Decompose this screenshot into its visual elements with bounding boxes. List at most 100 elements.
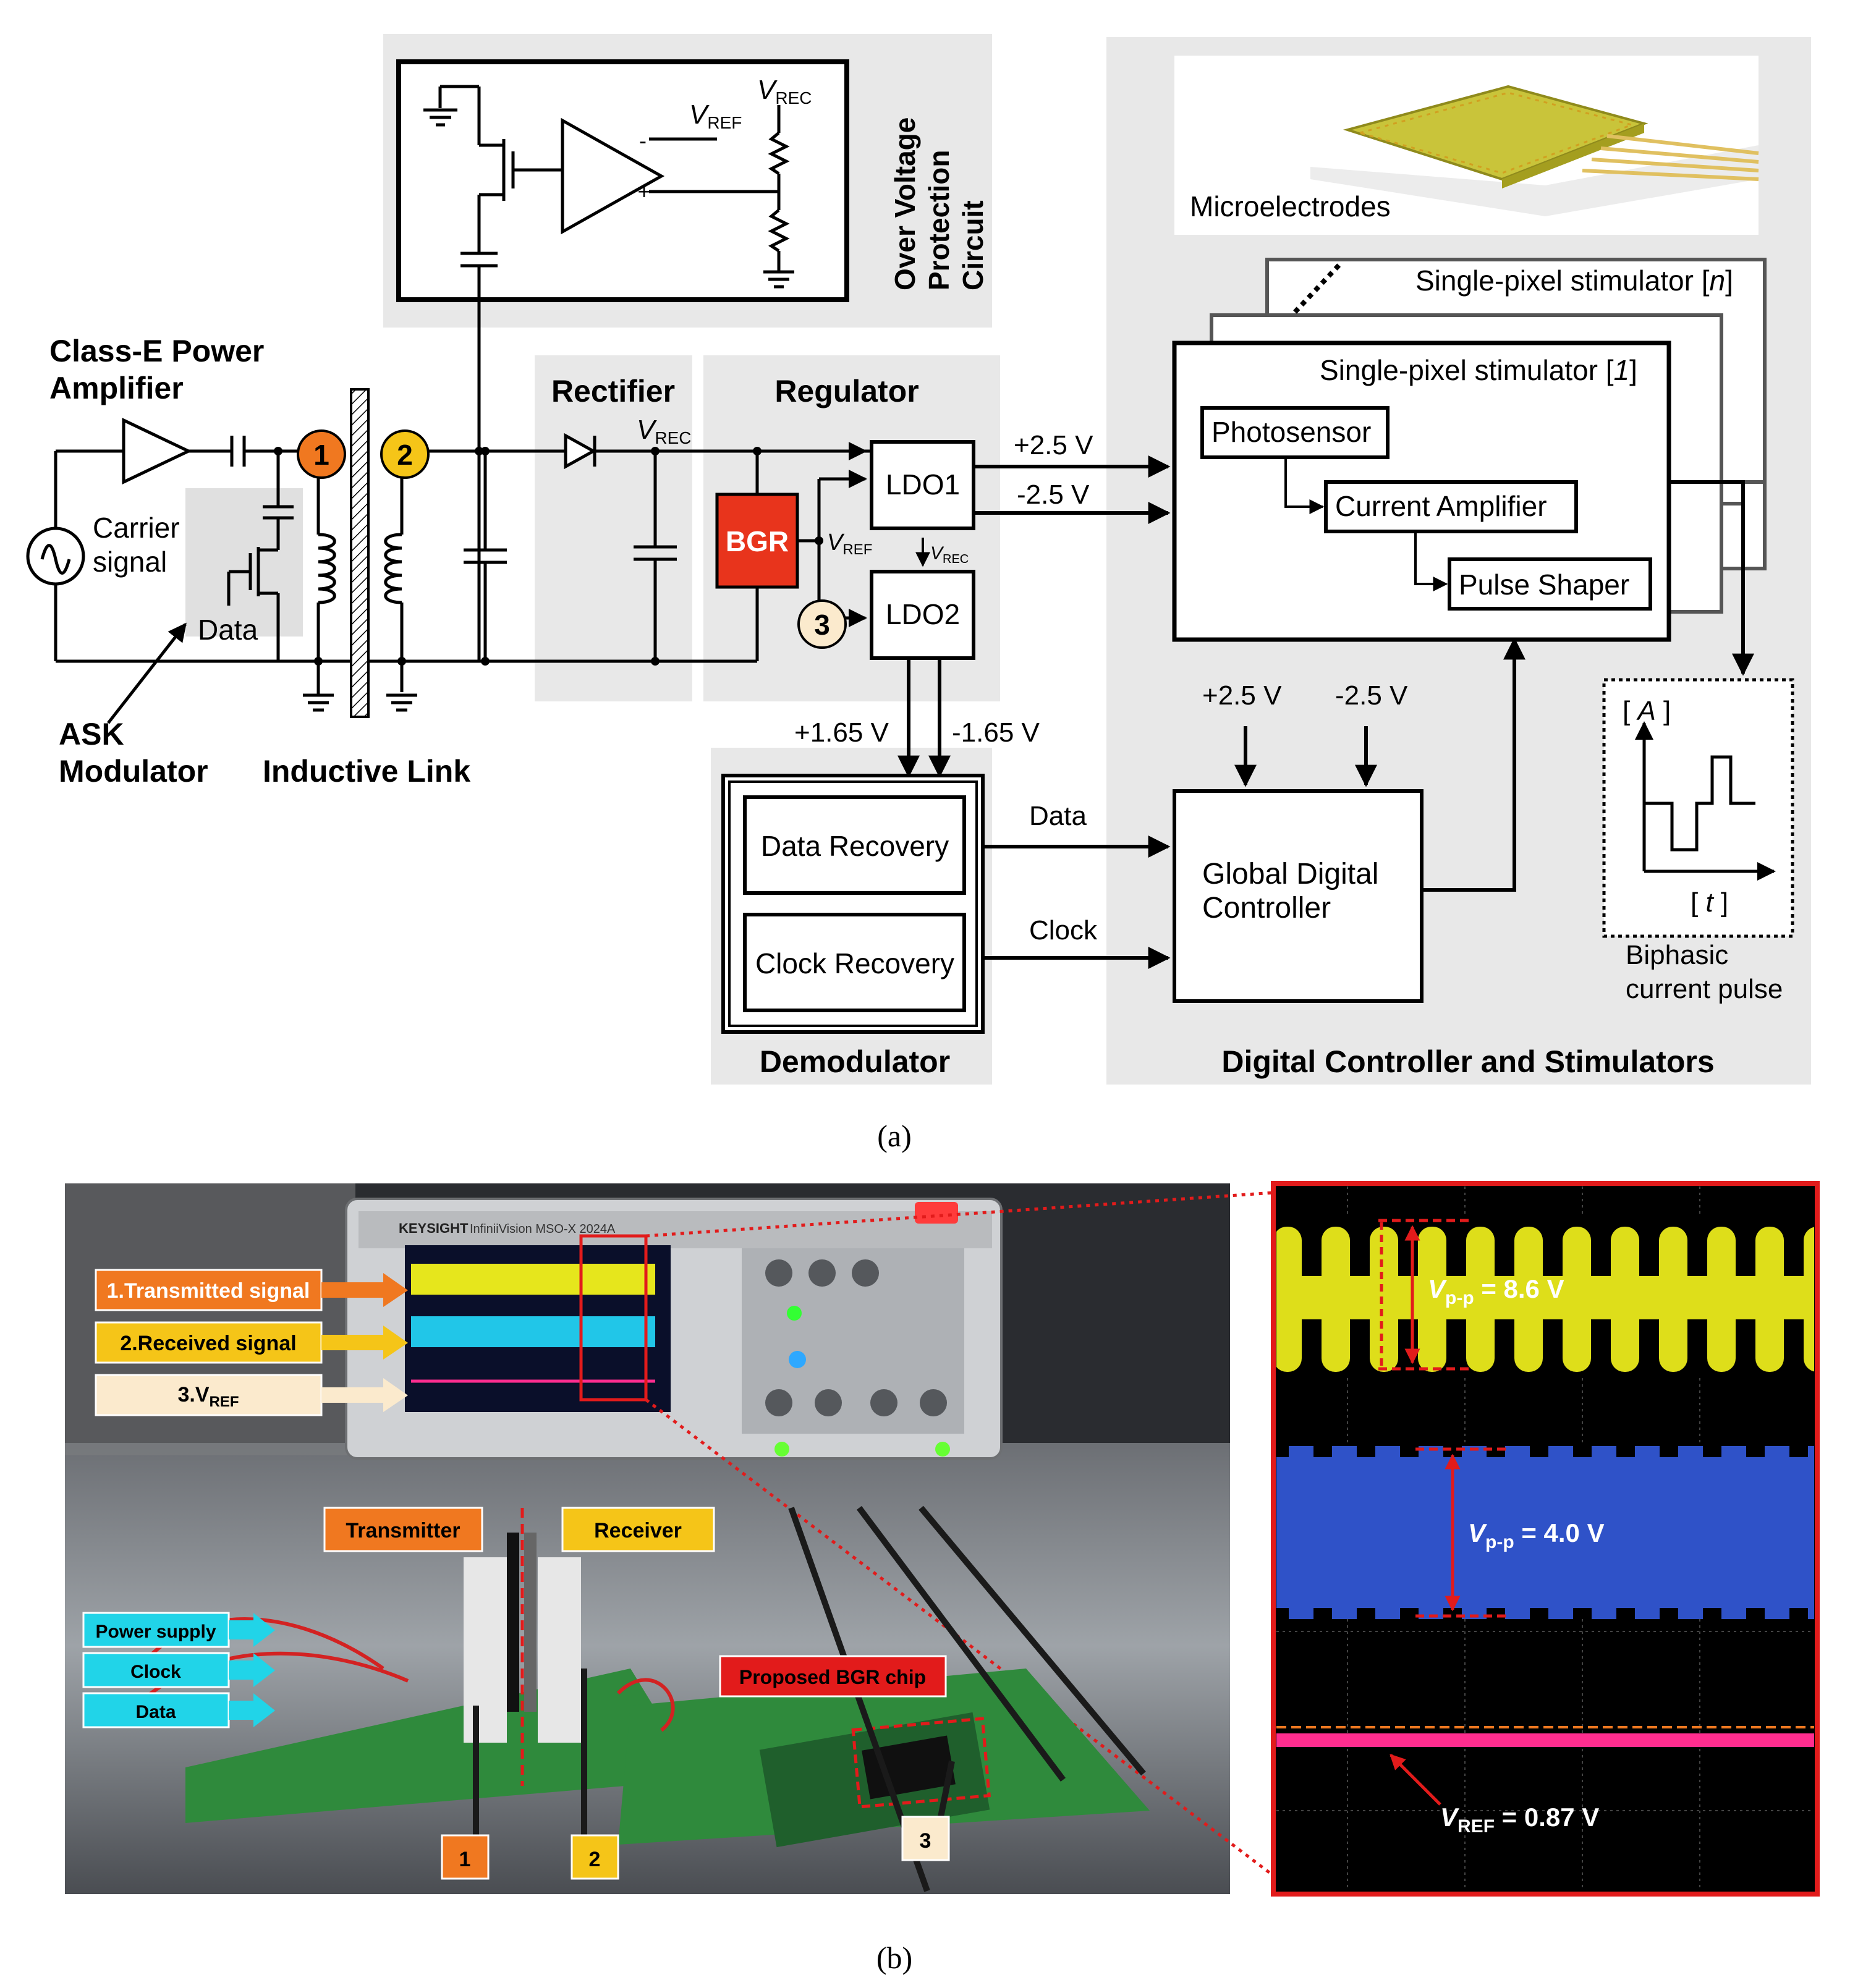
label-bgr-chip-text: Proposed BGR chip	[739, 1666, 926, 1688]
p25-label: +2.5 V	[1014, 430, 1093, 460]
rectifier-title: Rectifier	[551, 374, 675, 408]
probe-label-3-text: 3	[920, 1829, 931, 1853]
probe-label-1: 1	[441, 1834, 490, 1880]
probe-label-2-text: 2	[589, 1848, 601, 1871]
marker-2-label: 2	[397, 439, 413, 471]
label-vref-text: 3.VREF	[177, 1383, 239, 1410]
coil-mount-left	[464, 1557, 507, 1743]
label-transmitter: Transmitter	[323, 1507, 483, 1552]
vpp2-marker	[1415, 1447, 1508, 1618]
zoom-yellow-trace	[1276, 1217, 1814, 1378]
label-transmitted-signal: 1.Transmitted signal	[95, 1269, 408, 1311]
junction-dot-ground-3	[397, 657, 406, 666]
wire-ctrl-to-stim	[1422, 637, 1525, 892]
junction-dot-ground	[481, 657, 490, 666]
data-label: Data	[198, 614, 258, 646]
ldo2-block	[870, 570, 975, 660]
vpp2-label: Vp-p = 4.0 V	[1468, 1518, 1605, 1552]
current-amplifier-block	[1324, 480, 1578, 533]
controller-label: Global Digital	[1202, 858, 1378, 890]
caption-b: (b)	[876, 1940, 912, 1975]
data-signal-label: Data	[1029, 801, 1087, 831]
biphasic-x-label: [ t ]	[1691, 887, 1728, 918]
clock-recovery-label: Clock Recovery	[755, 947, 954, 979]
label-power-supply-text: Power supply	[95, 1622, 216, 1642]
probe-label-3: 3	[901, 1816, 950, 1861]
pulse-shaper-block	[1448, 557, 1652, 611]
inductive-link-core	[350, 388, 370, 718]
stimulator-n-label: Single-pixel stimulator [n]	[1415, 264, 1733, 297]
photosensor-block	[1200, 406, 1390, 459]
coil-mount-right	[538, 1557, 581, 1743]
opamp-plus: +	[637, 179, 650, 204]
wire-amp-shaper	[1414, 531, 1448, 591]
carrier-label-2: signal	[93, 546, 167, 578]
coil-plate-right	[524, 1533, 537, 1712]
probe-label-1-text: 1	[459, 1848, 471, 1871]
current-amplifier-label: Current Amplifier	[1335, 490, 1547, 522]
caption-a: (a)	[877, 1119, 912, 1153]
vref-pointer	[1390, 1754, 1441, 1806]
ovp-title: Over Voltage Protection Circuit	[889, 117, 989, 290]
scope-zoom-box	[579, 1234, 648, 1402]
label-clock: Clock	[82, 1652, 275, 1688]
junction-dot-ground-2	[651, 657, 660, 666]
label-data: Data	[82, 1692, 275, 1728]
section-title: Digital Controller and Stimulators	[1221, 1044, 1714, 1079]
data-recovery-block	[743, 795, 966, 895]
ask-pointer	[107, 622, 187, 724]
class-e-label: Class-E Power	[49, 334, 264, 368]
m25-label: -2.5 V	[1017, 480, 1090, 510]
ovp-schematic	[423, 85, 794, 661]
label-transmitted-text: 1.Transmitted signal	[107, 1279, 310, 1303]
rect-vrec-label: VREC	[637, 415, 691, 447]
scope-brand: KEYSIGHT	[399, 1220, 469, 1236]
junction-dot-secondary	[481, 447, 490, 455]
label-clock-text: Clock	[130, 1662, 181, 1682]
coil-plate-left	[507, 1533, 519, 1712]
ask-label: ASK	[59, 717, 124, 751]
carrier-label: Carrier	[93, 512, 180, 544]
marker-3	[797, 599, 847, 649]
photosensor-label: Photosensor	[1211, 416, 1371, 448]
zoom-line-top	[645, 1191, 1274, 1238]
microelectrodes-label: Microelectrodes	[1190, 190, 1391, 222]
ctrl-p25-label: +2.5 V	[1202, 680, 1282, 711]
label-receiver: Receiver	[561, 1507, 715, 1552]
ldo-vrec-label: VREC	[930, 543, 969, 566]
biphasic-caption: Biphasic	[1626, 940, 1728, 970]
pulse-shaper-label: Pulse Shaper	[1459, 569, 1629, 601]
ovp-vref-label: VREF	[689, 99, 742, 132]
wire-photo-amp	[1284, 457, 1325, 514]
opamp-minus: -	[639, 128, 647, 153]
label-bgr-chip: Proposed BGR chip	[719, 1655, 947, 1698]
clock-signal-label: Clock	[1029, 915, 1098, 945]
zoom-panel: Vp-p = 8.6 V Vp-p = 4.0 V VREF = 0.87 V	[1271, 1181, 1820, 1897]
marker-1-label: 1	[313, 439, 329, 471]
ldo1-block	[870, 440, 975, 530]
label-receiver-text: Receiver	[594, 1519, 682, 1542]
vpp1-marker	[1378, 1219, 1471, 1371]
stimulator-ellipsis	[1293, 261, 1343, 314]
ovp-title-line-3: Circuit	[957, 200, 989, 290]
marker-3-label: 3	[814, 609, 830, 641]
clock-recovery-block	[743, 913, 966, 1012]
demodulator-inner	[728, 780, 978, 1027]
oscilloscope: KEYSIGHT InfiniiVision MSO-X 2024A	[345, 1198, 1003, 1460]
ldo1-label: LDO1	[886, 468, 960, 501]
label-vref: 3.VREF	[95, 1374, 408, 1416]
panel-b: KEYSIGHT InfiniiVision MSO-X 2024A	[65, 1181, 1820, 1975]
ask-modulator-bg	[185, 488, 303, 637]
m165-label: -1.65 V	[952, 717, 1040, 748]
zoom-line-bottom	[645, 1398, 1275, 1877]
scope-screen-yellow-trace	[411, 1264, 655, 1295]
panel-a: - + VREF VREC Over Voltage Protection Ci…	[26, 34, 1811, 1153]
label-data-text: Data	[135, 1702, 176, 1722]
ovp-title-line-2: Protection	[923, 150, 955, 290]
controller-label-2: Controller	[1202, 892, 1331, 924]
regulator-title: Regulator	[774, 374, 919, 408]
zoom-pink-trace	[1276, 1733, 1814, 1747]
class-e-label-2: Amplifier	[49, 371, 184, 405]
probe-label-2: 2	[571, 1834, 619, 1880]
label-transmitter-text: Transmitter	[346, 1519, 460, 1542]
